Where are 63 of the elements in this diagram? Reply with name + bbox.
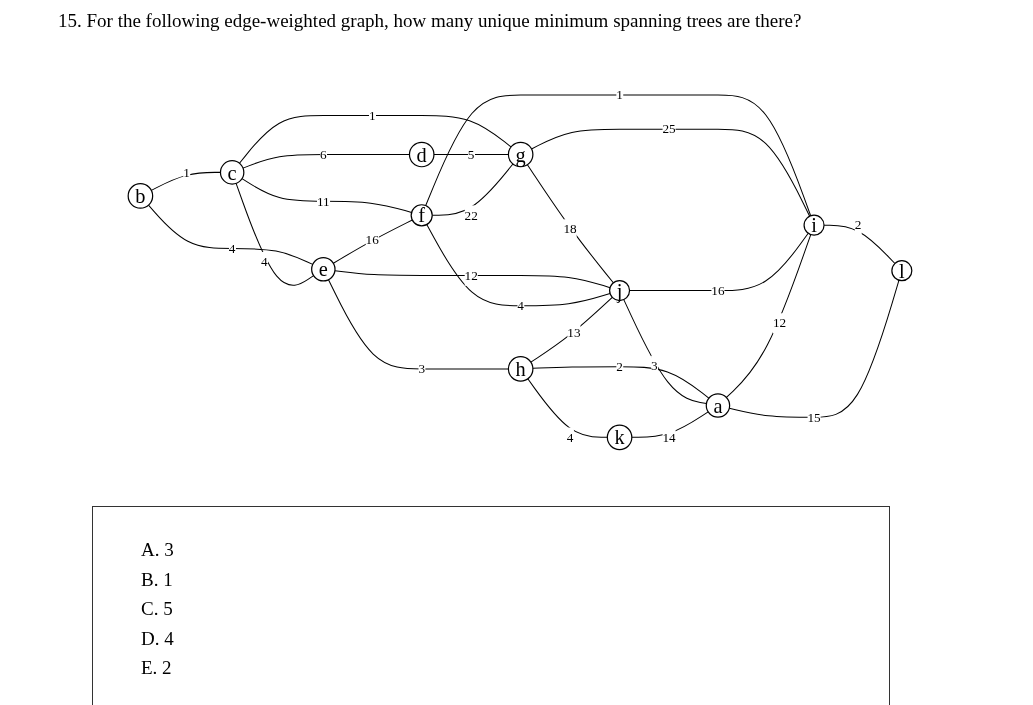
edge-label: 14 [662,429,676,445]
node-circle: l [891,260,913,282]
node-circle: i [803,214,825,236]
answer-option: D. 4 [141,623,174,653]
connector [531,128,811,217]
node-circle: h [507,356,534,382]
edge-label: 16 [711,282,725,299]
connector [532,366,710,399]
connector [150,171,221,191]
connector [238,115,512,164]
connector [433,154,509,156]
node-circle: a [705,393,731,418]
edge-label: 11 [316,193,330,209]
node-circle: f [410,204,433,227]
edge-label: 3 [418,361,426,377]
edge-label: 12 [464,267,478,283]
edge-label: 22 [464,207,478,223]
node-circle: g [507,141,534,168]
edge-label: 4 [566,429,574,445]
node-circle: d [408,141,435,168]
connector [426,224,611,307]
connector [334,270,611,289]
edge-label: 4 [228,240,236,256]
edge-label: 2 [616,358,623,375]
edge-label: 1 [616,87,623,103]
connector [148,204,314,265]
edge-label: 16 [365,232,379,248]
edge-label: 18 [563,221,577,237]
edge-label: 13 [567,325,581,341]
connector [725,234,812,399]
node-circle: b [127,183,154,209]
question-text: 15. For the following edge-weighted graph, how many unique minimum spanning trees are there? [58,10,802,32]
connector [527,378,608,438]
edge-label: 1 [183,164,190,180]
connector [623,299,707,405]
edge-label: 5 [467,146,475,163]
edge-label: 1 [368,107,376,123]
connector [526,164,614,284]
connector [242,154,410,169]
connector [241,178,413,214]
edge-label: 6 [320,146,327,163]
node-circle: j [609,280,631,302]
connector [332,219,413,264]
edge-label: 25 [662,121,676,137]
answer-option: A. 3 [141,535,174,565]
edge-label: 4 [517,297,524,314]
node-circle: e [311,257,336,282]
answer-option: C. 5 [141,594,173,624]
answer-option: B. 1 [141,564,173,594]
connector [530,296,613,363]
connector [235,182,315,286]
connector [629,232,809,292]
connector [425,94,812,217]
edge-label: 15 [807,409,821,425]
connector [631,411,709,438]
answer-option: E. 2 [141,653,172,683]
edge-label: 2 [854,217,862,233]
edge-label: 3 [651,357,658,374]
edge-label: 12 [772,315,787,331]
node-circle: c [219,160,245,185]
connector [327,279,509,370]
node-circle: k [606,424,633,451]
edge-label: 4 [260,253,268,270]
